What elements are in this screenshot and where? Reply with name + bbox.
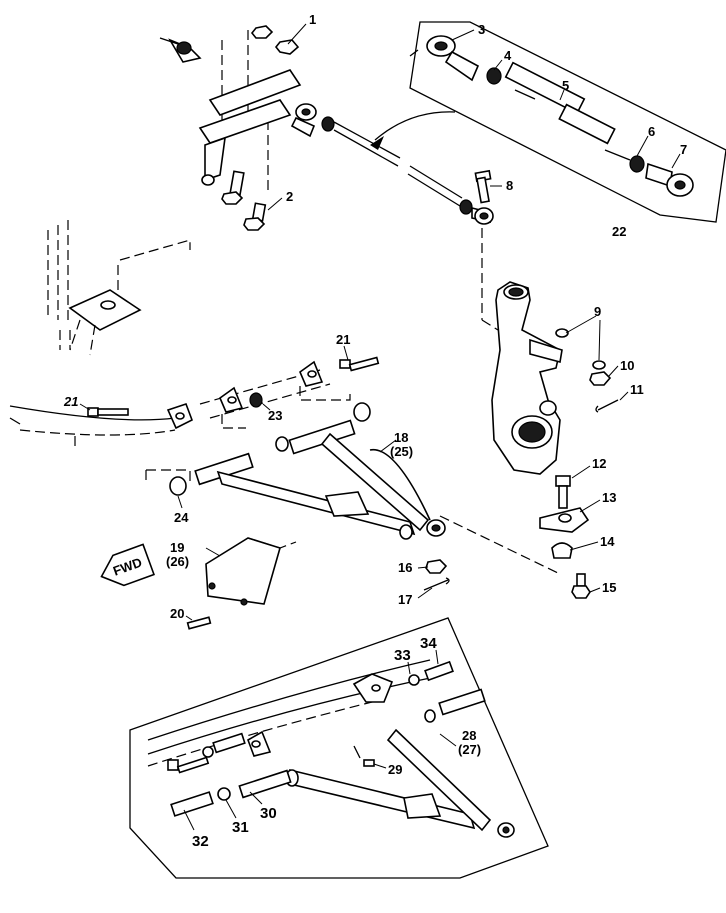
callout-12: 12 — [592, 456, 606, 471]
callout-23: 23 — [268, 408, 282, 423]
arrow-head — [370, 136, 384, 150]
callout-24: 24 — [174, 510, 189, 525]
fwd-arrow: FWD — [100, 543, 155, 587]
hardware-9-11 — [555, 328, 619, 413]
fitting-29 — [363, 759, 375, 767]
callout-22: 22 — [612, 224, 626, 239]
callout-21-left: 21 — [63, 394, 78, 409]
callouts: 1 2 3 4 5 6 7 8 9 10 11 12 13 14 15 16 1… — [63, 12, 687, 850]
callout-18-alt: (25) — [390, 444, 413, 459]
sleeve-30 — [238, 769, 292, 799]
callout-1: 1 — [309, 12, 316, 27]
nut-1b — [274, 39, 300, 55]
washer-9a — [555, 328, 569, 338]
skid-plate — [186, 537, 297, 630]
callout-15: 15 — [602, 580, 616, 595]
callout-2: 2 — [286, 189, 293, 204]
nut-1a — [250, 25, 274, 39]
callout-32: 32 — [192, 833, 209, 850]
callout-13: 13 — [602, 490, 616, 505]
ball-joint-14 — [551, 542, 573, 559]
rod-end-7 — [645, 162, 694, 197]
callout-8: 8 — [506, 178, 513, 193]
rod-end-3 — [426, 35, 480, 82]
pin-32 — [170, 791, 214, 817]
callout-28-alt: (27) — [458, 742, 481, 757]
callout-19-alt: (26) — [166, 554, 189, 569]
callout-20: 20 — [170, 606, 184, 621]
bushing-24 — [169, 476, 187, 496]
callout-6: 6 — [648, 124, 655, 139]
upper-a-arm — [169, 402, 446, 540]
callout-14: 14 — [600, 534, 615, 549]
callout-34: 34 — [420, 635, 437, 652]
callout-4: 4 — [504, 48, 512, 63]
callout-9: 9 — [594, 304, 601, 319]
jam-nut-6 — [629, 155, 645, 173]
callout-10: 10 — [620, 358, 634, 373]
nut-16 — [425, 559, 448, 574]
cotter-pin-17 — [423, 577, 450, 591]
leader-lines — [79, 23, 681, 831]
lower-arm-inset — [129, 617, 549, 879]
callout-30: 30 — [260, 805, 277, 822]
callout-29: 29 — [388, 762, 402, 777]
tie-rod-inset — [409, 21, 726, 223]
callout-11: 11 — [630, 382, 644, 397]
washer-33 — [408, 674, 420, 686]
steering-knuckle — [481, 228, 563, 475]
callout-28: 28 — [462, 728, 476, 743]
bolt-34 — [424, 660, 454, 682]
tie-rod-assembly — [290, 103, 494, 225]
callout-5: 5 — [562, 78, 569, 93]
tube-5b — [558, 103, 616, 145]
callout-18: 18 — [394, 430, 408, 445]
tube-5 — [504, 61, 586, 115]
jam-nut-4 — [486, 67, 502, 85]
callout-16: 16 — [398, 560, 412, 575]
washer-31 — [217, 787, 231, 801]
frame-rail — [9, 356, 380, 484]
callout-21-right: 21 — [336, 332, 350, 347]
steering-column — [159, 25, 302, 231]
frame-lines — [47, 220, 191, 356]
callout-3: 3 — [478, 22, 485, 37]
nut-10 — [589, 371, 612, 386]
inset-arrow — [374, 111, 456, 141]
washer-9b — [592, 360, 606, 370]
callout-17: 17 — [398, 592, 412, 607]
cotter-pin-11 — [595, 399, 619, 413]
callout-31: 31 — [232, 819, 249, 836]
callout-7: 7 — [680, 142, 687, 157]
callout-19: 19 — [170, 540, 184, 555]
callout-33: 33 — [394, 647, 411, 664]
ball-joint — [439, 475, 591, 599]
